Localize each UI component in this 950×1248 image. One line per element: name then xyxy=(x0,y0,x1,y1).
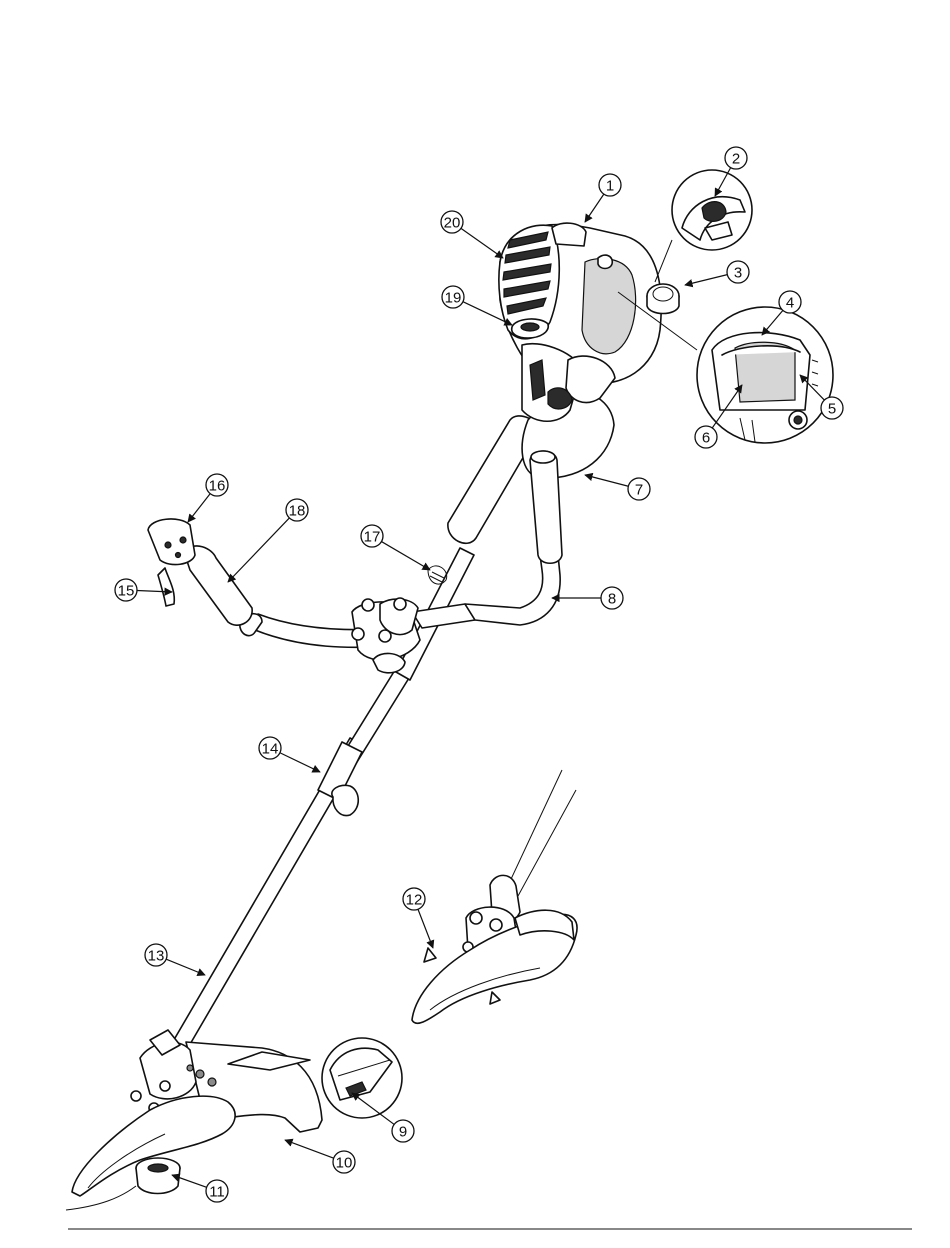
callout-20: 20 xyxy=(441,211,503,258)
callout-14: 14 xyxy=(259,737,320,772)
callout-1-leader xyxy=(585,194,604,222)
callout-12-leader xyxy=(418,909,433,948)
callout-18: 18 xyxy=(228,499,308,582)
blade-guard-inset xyxy=(412,770,577,1023)
callout-17-label: 17 xyxy=(364,529,381,546)
callout-15-label: 15 xyxy=(118,583,135,600)
callout-16: 16 xyxy=(188,474,228,522)
callout-17: 17 xyxy=(361,525,430,570)
callout-13: 13 xyxy=(145,944,205,975)
callout-13-leader xyxy=(166,959,205,975)
callout-3-leader xyxy=(685,275,727,285)
callout-2-label: 2 xyxy=(732,151,740,168)
callout-16-leader xyxy=(188,494,210,522)
callout-1: 1 xyxy=(585,174,621,222)
callout-layer: 1 2 3 4 5 6 7 8 9 10 11 12 13 14 15 16 1… xyxy=(115,147,843,1202)
callout-7-label: 7 xyxy=(635,482,643,499)
callout-18-leader xyxy=(228,518,289,582)
callout-13-label: 13 xyxy=(148,948,165,965)
engine-assembly xyxy=(499,223,679,478)
callout-12-label: 12 xyxy=(406,892,423,909)
callout-8-label: 8 xyxy=(608,591,616,608)
callout-18-label: 18 xyxy=(289,503,306,520)
callout-8: 8 xyxy=(552,587,623,609)
callout-3: 3 xyxy=(685,261,749,285)
callout-5-label: 5 xyxy=(828,401,836,418)
callout-11: 11 xyxy=(172,1175,228,1202)
callout-20-label: 20 xyxy=(444,215,461,232)
callout-20-leader xyxy=(461,228,503,258)
callout-17-leader xyxy=(381,542,430,570)
callout-14-leader xyxy=(280,753,320,772)
callout-10-leader xyxy=(285,1140,334,1158)
callout-10-label: 10 xyxy=(336,1155,353,1172)
callout-12: 12 xyxy=(403,888,433,948)
callout-19-label: 19 xyxy=(445,290,462,307)
callout-16-label: 16 xyxy=(209,478,226,495)
callout-10: 10 xyxy=(285,1140,355,1173)
callout-1-label: 1 xyxy=(606,178,614,195)
callout-6-label: 6 xyxy=(702,430,710,447)
callout-4-label: 4 xyxy=(786,295,794,312)
detail-line-cutter xyxy=(322,1038,402,1118)
callout-7-leader xyxy=(585,475,628,486)
callout-7: 7 xyxy=(585,475,650,500)
callout-9-label: 9 xyxy=(399,1124,407,1141)
callout-11-label: 11 xyxy=(209,1184,225,1201)
callout-3-label: 3 xyxy=(734,265,742,282)
callout-14-label: 14 xyxy=(262,741,279,758)
